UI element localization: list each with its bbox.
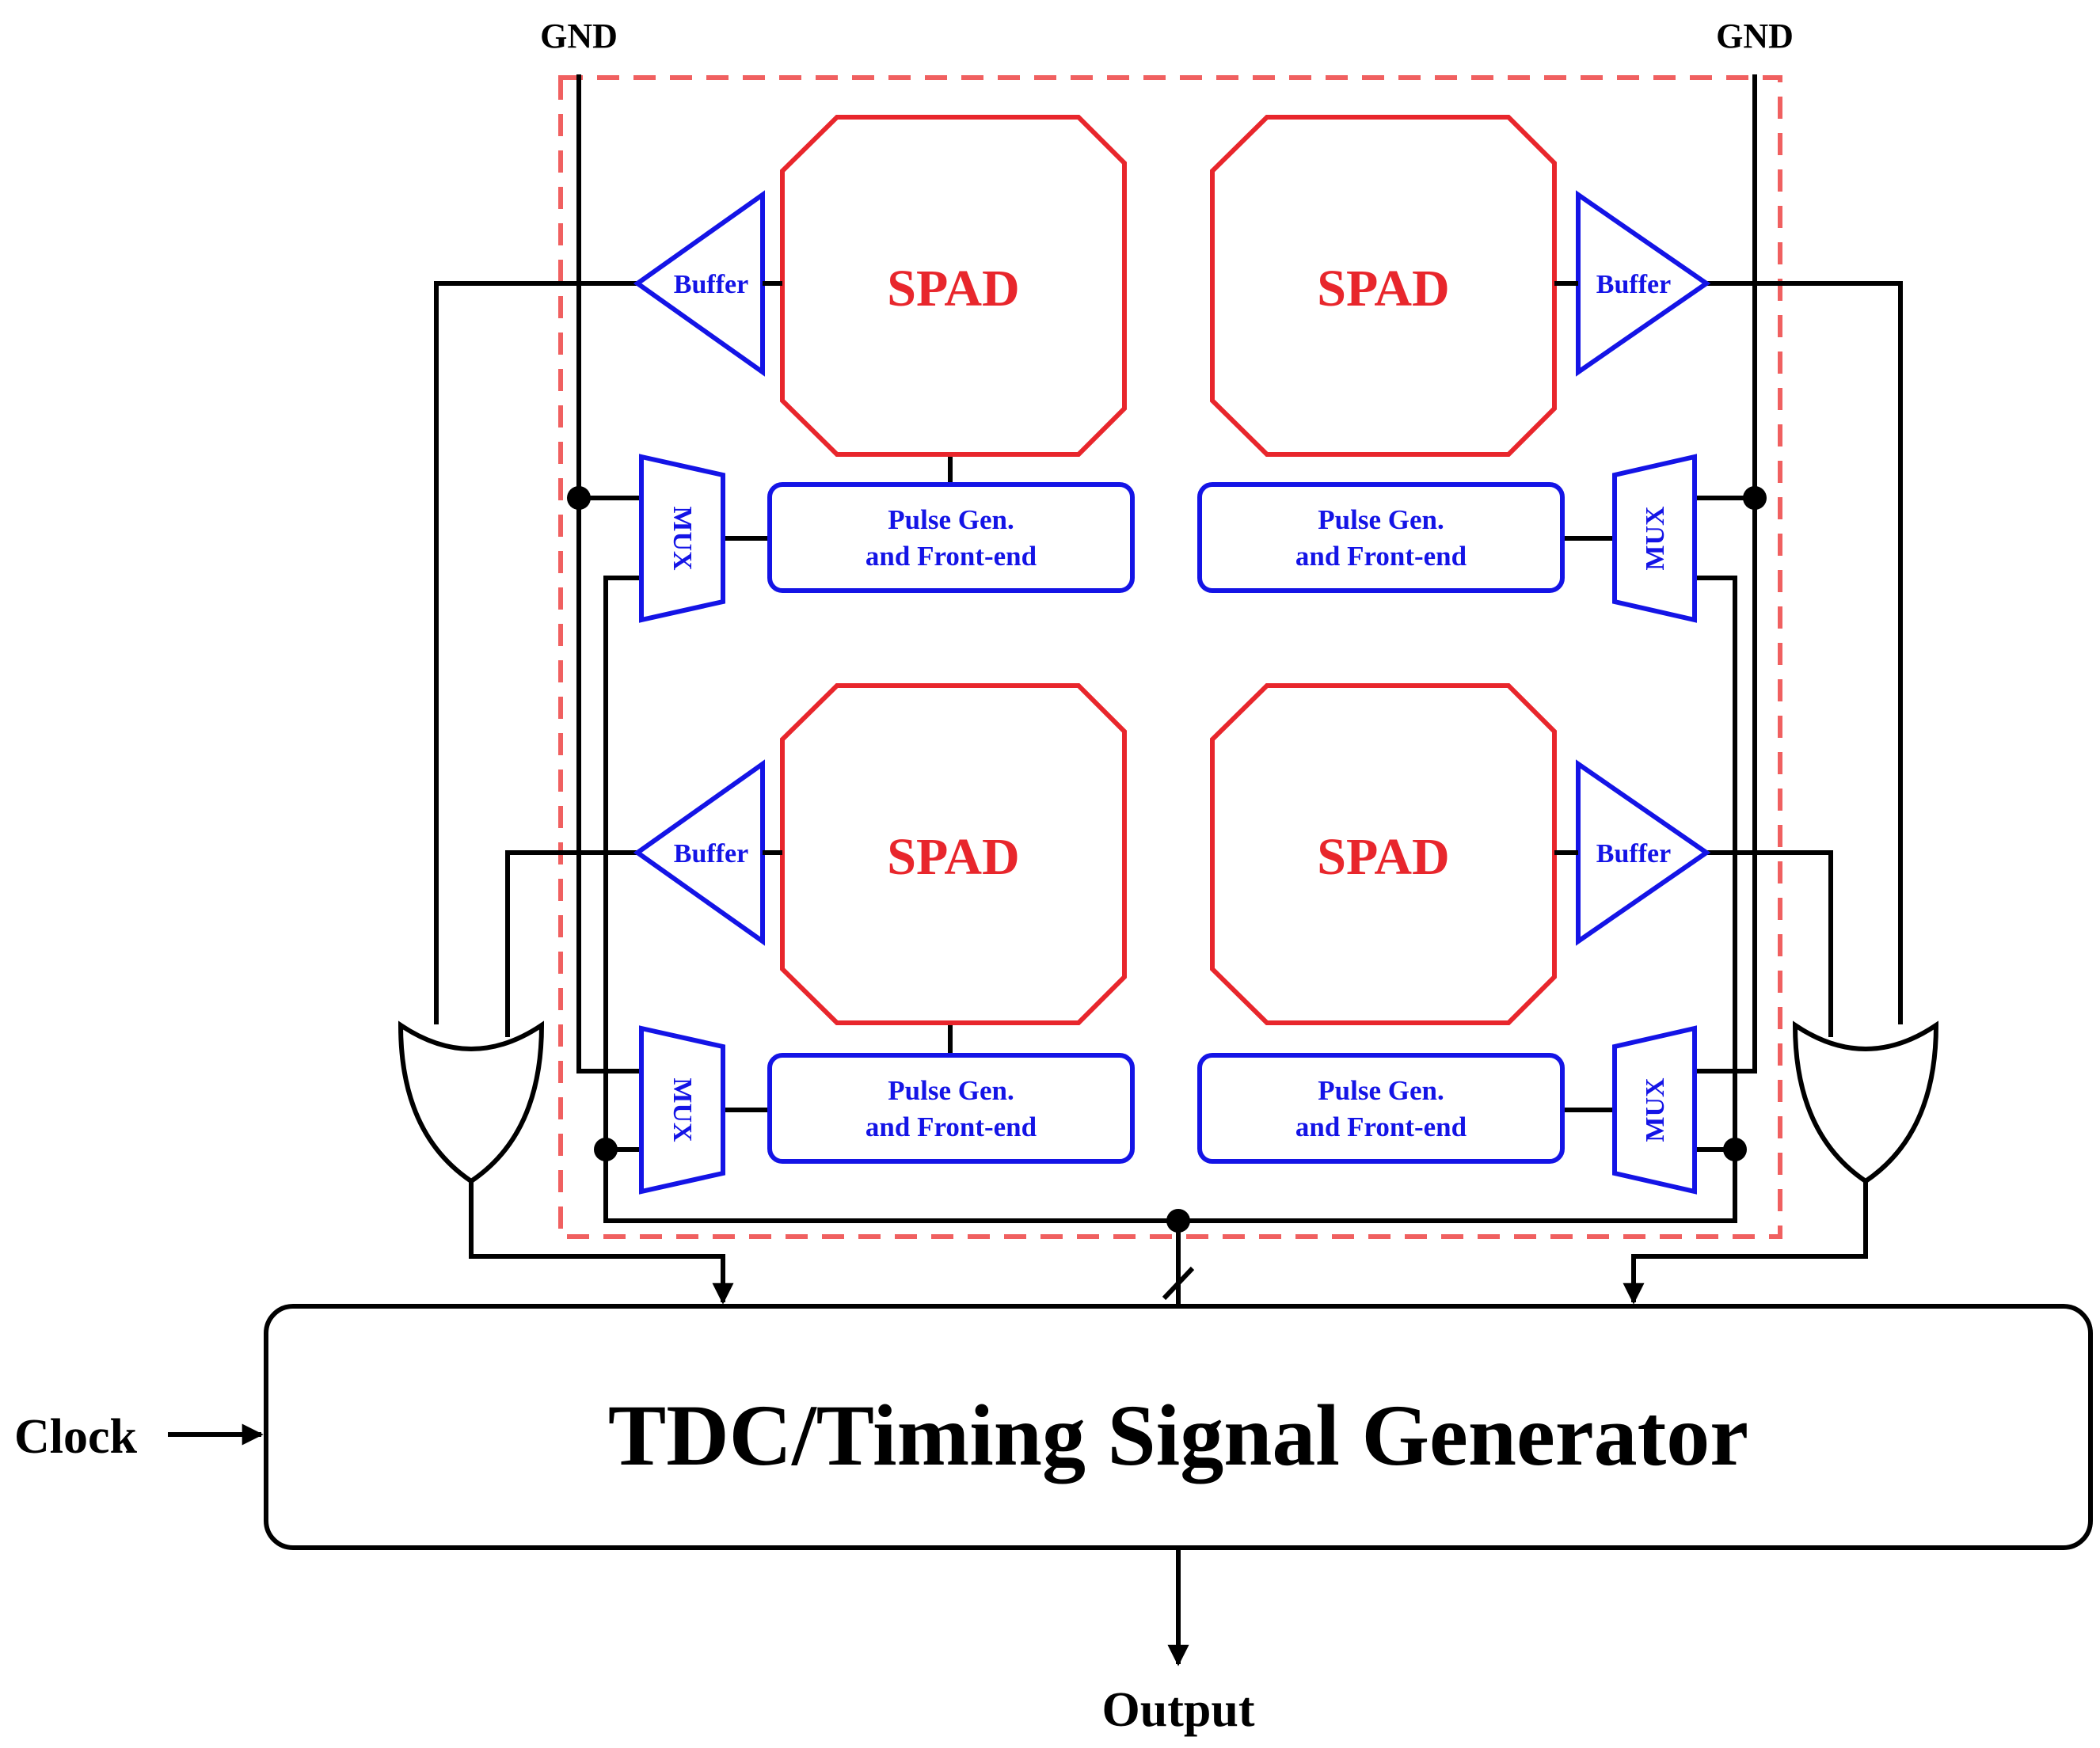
frontend-top-right: Pulse Gen. and Front-end — [1197, 482, 1565, 593]
gnd-label-left: GND — [540, 17, 618, 55]
spad-bottom-left: SPAD — [780, 683, 1127, 1025]
or-output-wires — [469, 1181, 1868, 1305]
frontend-top-left: Pulse Gen. and Front-end — [767, 482, 1135, 593]
frontend-label-line2: and Front-end — [865, 541, 1037, 572]
frontend-label-line1: Pulse Gen. — [1318, 1075, 1444, 1106]
tdc-block: TDC/Timing Signal Generator — [264, 1304, 2093, 1550]
frontend-bottom-left: Pulse Gen. and Front-end — [767, 1053, 1135, 1164]
buffer-bottom-left: Buffer — [633, 759, 782, 946]
buffer-label: Buffer — [674, 270, 748, 299]
frontend-label-line2: and Front-end — [1295, 1112, 1467, 1142]
buffer-bottom-right: Buffer — [1554, 759, 1711, 946]
mux-top-left: MUX — [639, 454, 725, 623]
tdc-label: TDC/Timing Signal Generator — [608, 1387, 1748, 1484]
mux-top-right: MUX — [1612, 454, 1697, 623]
buffer-label: Buffer — [674, 839, 748, 868]
output-label: Output — [1102, 1683, 1255, 1737]
frontend-label-line1: Pulse Gen. — [888, 504, 1014, 535]
gnd-label-right: GND — [1716, 17, 1794, 55]
junction-dot — [567, 486, 591, 510]
clock-label: Clock — [14, 1410, 138, 1464]
junction-dot — [1166, 1209, 1190, 1233]
buffer-output-wires — [434, 281, 1903, 1037]
buffer-top-left: Buffer — [633, 190, 782, 377]
frontend-mux-wires — [723, 536, 1615, 1112]
buffer-top-right: Buffer — [1554, 190, 1711, 377]
or-gate-left — [398, 1020, 545, 1184]
buffer-label: Buffer — [1596, 839, 1671, 868]
pixel-boundary — [558, 75, 1782, 1239]
spad-bottom-right: SPAD — [1210, 683, 1557, 1025]
spad-top-left: SPAD — [780, 115, 1127, 457]
junction-dot — [1723, 1138, 1747, 1161]
mux-bottom-left: MUX — [639, 1025, 725, 1195]
frontend-bottom-right: Pulse Gen. and Front-end — [1197, 1053, 1565, 1164]
select-bus-wires — [603, 576, 1737, 1305]
frontend-label-line2: and Front-end — [865, 1112, 1037, 1142]
spad-label: SPAD — [887, 828, 1019, 886]
mux-bottom-right: MUX — [1612, 1025, 1697, 1195]
spad-top-right: SPAD — [1210, 115, 1557, 457]
mux-label: MUX — [668, 506, 697, 571]
mux-label: MUX — [1641, 506, 1670, 571]
frontend-label-line1: Pulse Gen. — [888, 1075, 1014, 1106]
spad-label: SPAD — [1317, 828, 1449, 886]
buffer-label: Buffer — [1596, 270, 1671, 299]
spad-label: SPAD — [887, 260, 1019, 317]
frontend-label-line1: Pulse Gen. — [1318, 504, 1444, 535]
gnd-rail-left — [576, 74, 641, 1074]
or-gate-right — [1792, 1020, 1939, 1184]
frontend-label-line2: and Front-end — [1295, 541, 1467, 572]
junction-dot — [594, 1138, 618, 1161]
mux-label: MUX — [1641, 1077, 1670, 1142]
spad-label: SPAD — [1317, 260, 1449, 317]
mux-label: MUX — [668, 1077, 697, 1142]
junction-dot — [1743, 486, 1767, 510]
gnd-rail-right — [1695, 74, 1757, 1074]
